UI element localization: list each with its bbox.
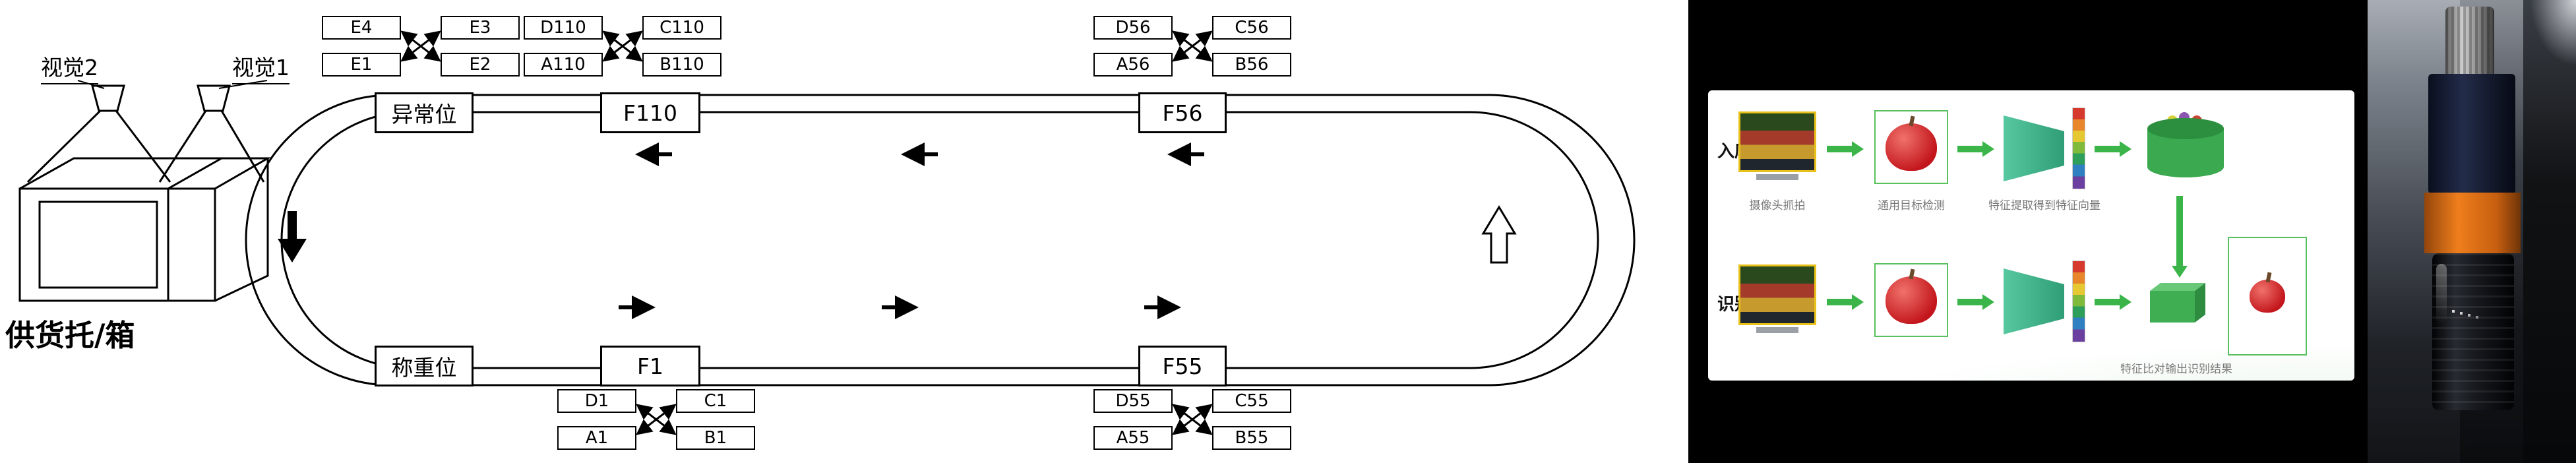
camera-orange-band xyxy=(2424,193,2521,253)
feature-vector-bar xyxy=(2072,108,2085,189)
camera-mount xyxy=(2445,7,2494,78)
caption-feature-compare: 特征比对输出识别结果 xyxy=(2120,363,2232,376)
photo-background-right xyxy=(2523,0,2576,463)
recognition-result-box xyxy=(2228,237,2307,355)
cluster-110: D110 C110 A110 B110 xyxy=(524,16,721,77)
cell-e1: E1 xyxy=(322,53,401,77)
station-weighing: 称重位 xyxy=(375,346,474,386)
green-arrow-icon xyxy=(1827,141,1864,157)
vision2-camera-icon xyxy=(26,80,171,183)
feature-vector-bar xyxy=(2072,261,2085,342)
cell-a1: A1 xyxy=(557,426,636,450)
lens-markings xyxy=(2452,310,2455,313)
station-f55: F55 xyxy=(1138,346,1227,386)
cell-a110: A110 xyxy=(524,53,603,77)
track-inner-rail xyxy=(280,111,1599,369)
cell-c56: C56 xyxy=(1212,16,1291,40)
green-arrow-icon xyxy=(1827,294,1864,310)
encoder-funnel-icon xyxy=(2004,268,2064,334)
camera-body xyxy=(2428,74,2515,194)
station-f110: F110 xyxy=(600,92,700,133)
conveyor-track-drawing xyxy=(18,30,1636,435)
station-f1: F1 xyxy=(600,346,700,386)
green-down-arrow-icon xyxy=(2172,196,2188,278)
conveyor-diagram-panel: 视觉2 视觉1 供货托/箱 异常位 F110 F56 称重位 F1 F55 E4… xyxy=(5,16,1636,450)
monitor-frame xyxy=(1738,264,1816,325)
caption-feature-extraction: 特征提取得到特征向量 xyxy=(1988,199,2101,212)
cell-b56: B56 xyxy=(1212,53,1291,77)
cell-b1: B1 xyxy=(676,426,755,450)
station-abnormal: 异常位 xyxy=(375,92,474,133)
monitor-stand xyxy=(1756,327,1798,333)
monitor-screen xyxy=(1740,113,1814,170)
green-arrow-icon xyxy=(1957,141,1994,157)
green-arrow-icon xyxy=(2095,294,2131,310)
pipeline-slide-panel: 入库 摄像头抓拍 通用目标检测 特征提取得到特征 xyxy=(1688,0,2368,463)
camera-cable xyxy=(2530,0,2576,66)
match-cube-icon xyxy=(2150,283,2205,323)
cluster-55: D55 C55 A55 B55 xyxy=(1093,389,1291,450)
cell-c110: C110 xyxy=(642,16,721,40)
right-up-arrow xyxy=(1481,205,1517,264)
vision2-label: 视觉2 xyxy=(41,50,98,84)
left-down-arrow xyxy=(278,211,307,262)
caption-camera-capture: 摄像头抓拍 xyxy=(1749,199,1806,212)
cluster-e: E4 E3 E1 E2 xyxy=(322,16,520,77)
cell-b55: B55 xyxy=(1212,426,1291,450)
cell-d110: D110 xyxy=(524,16,603,40)
monitor-screen xyxy=(1740,266,1814,323)
camera-capture-thumbnail-enroll xyxy=(1738,111,1816,185)
cell-a56: A56 xyxy=(1093,53,1173,77)
station-f56: F56 xyxy=(1138,92,1227,133)
cell-a55: A55 xyxy=(1093,426,1173,450)
cell-d56: D56 xyxy=(1093,16,1173,40)
cluster-1: D1 C1 A1 B1 xyxy=(557,389,755,450)
cell-e2: E2 xyxy=(441,53,520,77)
camera-capture-thumbnail-recognize xyxy=(1738,264,1816,338)
detection-box-enroll xyxy=(1874,110,1948,184)
lens-focus-rings xyxy=(2432,253,2514,410)
detection-box-recognize xyxy=(1874,263,1948,337)
cluster-56: D56 C56 A56 B56 xyxy=(1093,16,1291,77)
monitor-frame xyxy=(1738,111,1816,172)
cell-e3: E3 xyxy=(441,16,520,40)
cell-d1: D1 xyxy=(557,389,636,413)
pipeline-slide: 入库 摄像头抓拍 通用目标检测 特征提取得到特征 xyxy=(1708,90,2354,381)
cell-c55: C55 xyxy=(1212,389,1291,413)
caption-object-detection: 通用目标检测 xyxy=(1878,199,1945,212)
green-arrow-icon xyxy=(2095,141,2131,157)
green-arrow-icon xyxy=(1957,294,1994,310)
cell-d55: D55 xyxy=(1093,389,1173,413)
cell-b110: B110 xyxy=(642,53,721,77)
supply-box-wireframe xyxy=(18,157,272,302)
apple-icon xyxy=(1886,123,1937,171)
camera-lens xyxy=(2432,253,2514,410)
lens-highlight xyxy=(2436,264,2447,323)
industrial-camera-photo xyxy=(2368,0,2576,463)
encoder-funnel-icon xyxy=(2004,115,2064,181)
vision1-camera-icon xyxy=(158,80,268,183)
apple-icon xyxy=(2250,280,2285,313)
transfer-cross-icons xyxy=(400,30,1213,435)
supply-box-label: 供货托/箱 xyxy=(5,318,135,353)
vision1-label: 视觉1 xyxy=(232,50,290,84)
cell-c1: C1 xyxy=(676,389,755,413)
monitor-stand xyxy=(1756,174,1798,180)
feature-database-icon xyxy=(2147,112,2224,177)
cell-e4: E4 xyxy=(322,16,401,40)
apple-icon xyxy=(1886,276,1937,324)
track-outer-rail xyxy=(245,94,1636,386)
